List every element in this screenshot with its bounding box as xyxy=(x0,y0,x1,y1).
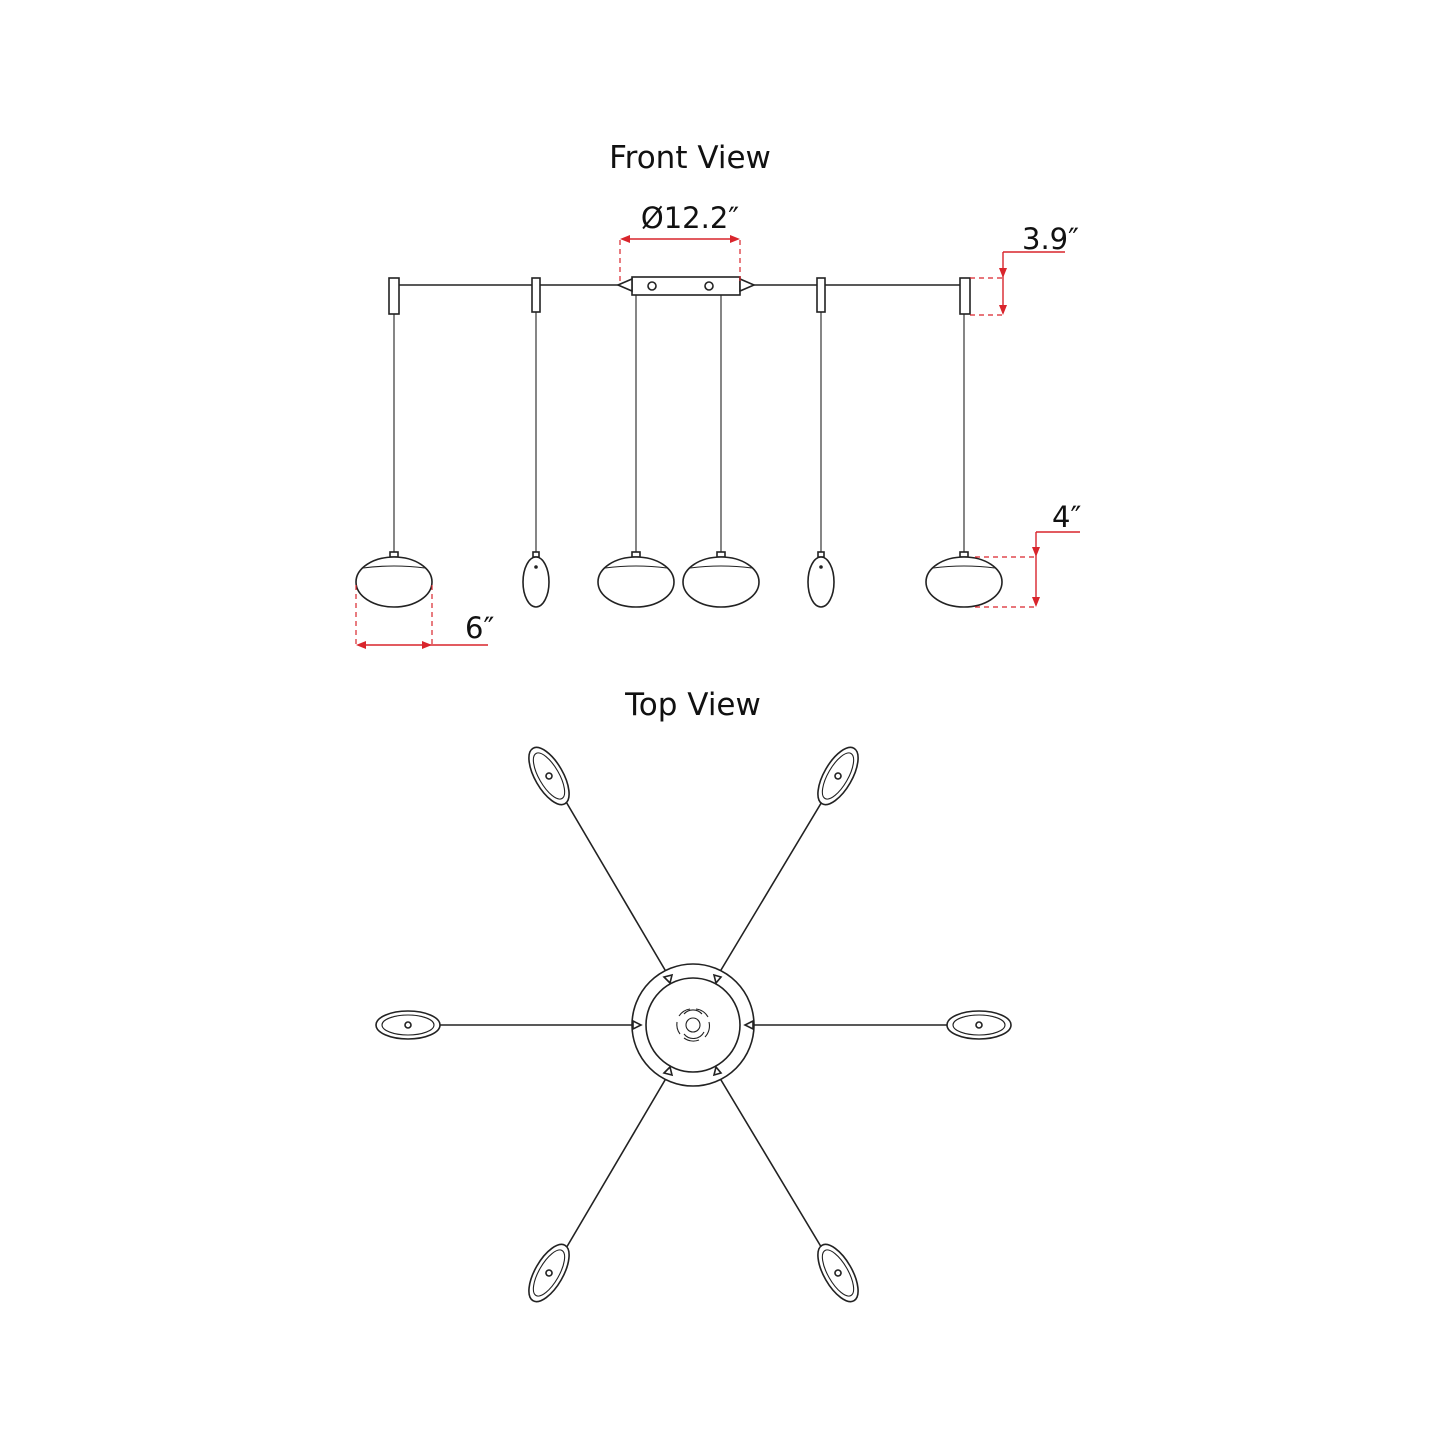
arm-joint-5 xyxy=(662,1065,674,1077)
pendant-shade-2 xyxy=(522,551,550,608)
pendant-shade-5 xyxy=(807,551,835,608)
top-view: Top View xyxy=(375,687,1012,1303)
arm-joint-1 xyxy=(662,973,674,985)
dimension-shade-height: 4″ xyxy=(975,500,1081,608)
arm-upper-left xyxy=(564,799,669,976)
arm-upper-right xyxy=(717,799,824,976)
canopy-screw-right xyxy=(704,281,714,291)
canopy-diameter-label: Ø12.2″ xyxy=(641,201,739,235)
pendant-shade-4 xyxy=(682,551,760,608)
top-shade-left xyxy=(375,1010,441,1040)
canopy-right-clip xyxy=(739,277,757,293)
shade-height-label: 4″ xyxy=(1052,500,1081,534)
arm-joint-4 xyxy=(743,1019,754,1031)
arm-joint-6 xyxy=(712,1065,723,1077)
arm-lower-left xyxy=(564,1074,669,1251)
front-view: Front View xyxy=(355,140,1081,649)
top-canopy xyxy=(631,963,755,1087)
bracket-height-label: 3.9″ xyxy=(1022,222,1079,256)
bracket-4 xyxy=(959,277,971,315)
top-shade-right xyxy=(946,1010,1012,1040)
bracket-1 xyxy=(388,277,400,315)
dimension-canopy-diameter: Ø12.2″ xyxy=(619,201,741,285)
pendant-shade-1 xyxy=(355,551,433,608)
canopy-screw-left xyxy=(647,281,657,291)
bracket-3 xyxy=(816,277,826,313)
pendant-shade-6 xyxy=(925,551,1003,608)
top-shade-lower-right xyxy=(817,1243,859,1303)
canopy-left-clip xyxy=(615,277,633,293)
bracket-2 xyxy=(531,277,541,313)
dimension-bracket-height: 3.9″ xyxy=(970,222,1079,316)
top-shade-upper-left xyxy=(528,746,570,806)
arm-joint-2 xyxy=(712,973,723,985)
canopy xyxy=(615,276,757,296)
pendant-shade-3 xyxy=(597,551,675,608)
top-shade-lower-left xyxy=(528,1243,570,1303)
dimension-shade-width: 6″ xyxy=(355,585,494,649)
top-view-title: Top View xyxy=(624,687,761,723)
top-shade-upper-right xyxy=(817,746,859,806)
arm-lower-right xyxy=(717,1074,824,1251)
arm-joint-3 xyxy=(632,1019,643,1031)
front-view-title: Front View xyxy=(609,140,771,176)
shade-width-label: 6″ xyxy=(465,611,494,645)
